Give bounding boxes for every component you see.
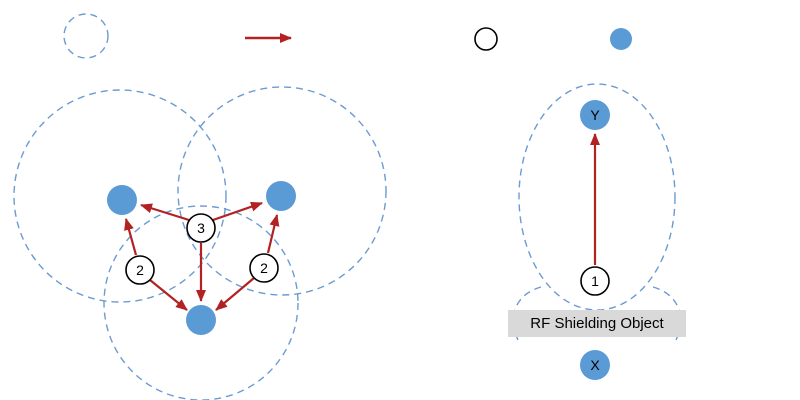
shielding-diagram: Y 1 RF Shielding Object X [508, 83, 686, 380]
arrow-hop2-left-to-node-c [149, 279, 188, 311]
legend-rf-range-icon [63, 13, 109, 59]
hop1-label: 1 [591, 273, 599, 289]
hop2-left-circle [125, 255, 155, 285]
arrow-hop3-to-node-b [212, 201, 263, 222]
hop1-circle [580, 266, 610, 296]
arrow-hop3-to-node-a [140, 203, 190, 222]
arrow-hop2-right-to-node-b [266, 214, 280, 254]
hop2-right-circle [249, 253, 279, 283]
arrow-hop2-right-to-node-c [215, 277, 255, 311]
hop3-circle [186, 213, 216, 243]
rf-range-node-a [13, 89, 227, 303]
hop2-right-label: 2 [260, 260, 268, 276]
node-c [186, 305, 216, 335]
rf-shielding-object-label: RF Shielding Object [530, 315, 664, 332]
rf-range-distorted-main [518, 83, 676, 311]
rf-range-node-c [103, 205, 299, 400]
node-y-label: Y [590, 107, 600, 123]
hop3-label: 3 [197, 220, 205, 236]
arrow-hop2-left-to-node-a [124, 218, 138, 256]
node-x [580, 350, 610, 380]
rf-range-node-b [177, 86, 387, 296]
node-b [266, 181, 296, 211]
node-y [580, 100, 610, 130]
legend-white-circle-icon [474, 27, 498, 51]
rf-shielding-object-box [508, 310, 686, 337]
flooding-diagram: 3 2 2 [13, 86, 387, 400]
node-x-label: X [590, 357, 600, 373]
legend-blue-circle-icon [610, 28, 632, 50]
node-a [107, 185, 137, 215]
hop2-left-label: 2 [136, 262, 144, 278]
